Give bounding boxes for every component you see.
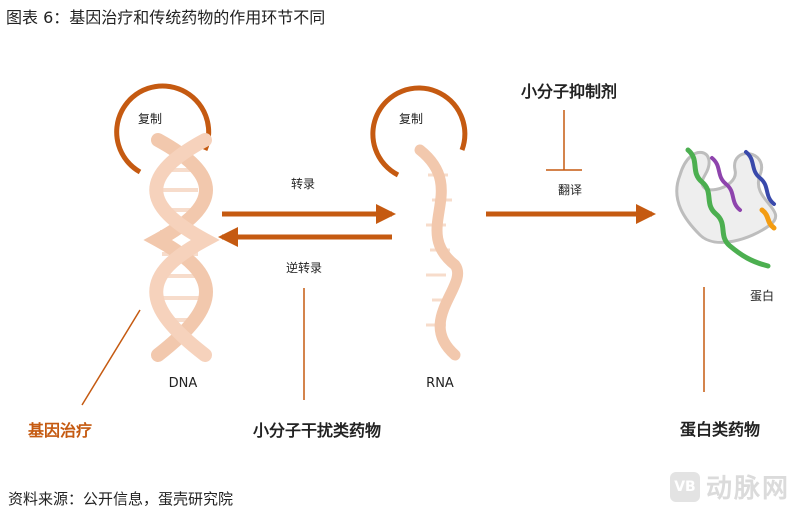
- dna-replication-arc: [114, 83, 212, 175]
- small-interfering-label: 小分子干扰类药物: [253, 421, 381, 440]
- protein-structure-image: [675, 147, 778, 269]
- dna-helix: [143, 133, 220, 362]
- rna-strand: [414, 144, 463, 361]
- source-note: 资料来源：公开信息，蛋壳研究院: [8, 490, 234, 508]
- gene-therapy-label: 基因治疗: [27, 421, 92, 440]
- rna-label: RNA: [426, 376, 454, 391]
- watermark: VB 动脉网: [669, 468, 790, 505]
- reverse-transcription-label: 逆转录: [286, 260, 322, 275]
- watermark-text: 动脉网: [705, 474, 790, 504]
- dna-replication-label: 复制: [138, 112, 162, 126]
- watermark-logo: VB: [669, 471, 700, 502]
- protein-drugs-label: 蛋白类药物: [680, 420, 760, 439]
- rna-replication-arc: [370, 85, 468, 178]
- dna-label: DNA: [169, 376, 198, 391]
- figure-title: 图表 6：基因治疗和传统药物的作用环节不同: [6, 8, 326, 27]
- small-inhibitor-label: 小分子抑制剂: [521, 82, 617, 101]
- transcription-label: 转录: [291, 176, 315, 191]
- gene-therapy-pointer: [81, 309, 141, 406]
- translation-label: 翻译: [558, 183, 582, 197]
- rna-replication-label: 复制: [399, 112, 423, 126]
- protein-label: 蛋白: [750, 288, 774, 303]
